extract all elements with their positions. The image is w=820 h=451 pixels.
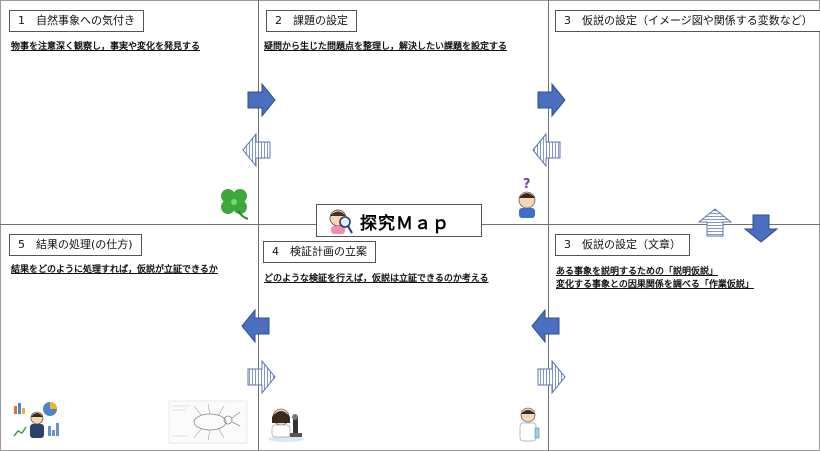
step1-desc: 物事を注意深く観察し，事実や変化を発見する xyxy=(11,42,201,52)
step3b-box: 3 仮説の設定（文章） xyxy=(555,234,690,256)
step5-desc: 結果をどのように処理すれば，仮説が立証できるか xyxy=(11,265,218,275)
step1-box: 1 自然事象への気付き xyxy=(9,10,144,32)
map-title: 探究Ｍａｐ xyxy=(360,214,450,234)
microscope-person-icon xyxy=(268,408,304,442)
arrow-left-3-to-2 xyxy=(532,132,561,168)
insect-sketch-icon xyxy=(168,400,248,444)
step2-box: 2 課題の設定 xyxy=(266,10,357,32)
arrow-up-3b-to-3 xyxy=(697,208,733,237)
step3b-desc-line2: 変化する事象との因果関係を調べる「作業仮説」 xyxy=(556,280,754,290)
arrow-right-5-to-4 xyxy=(247,359,276,395)
svg-text:?: ? xyxy=(523,177,531,192)
divider-vertical-left xyxy=(258,0,259,451)
step4-box: 4 検証計画の立案 xyxy=(263,241,376,263)
charts-person-icon xyxy=(13,402,59,438)
arrow-left-2-to-1 xyxy=(242,132,271,168)
arrow-right-4-to-3b xyxy=(537,359,566,395)
step2-desc: 疑問から生じた問題点を整理し，解決したい課題を設定する xyxy=(264,42,508,52)
step3-box: 3 仮説の設定（イメージ図や関係する変数など） xyxy=(555,10,820,32)
step3b-desc-line1: ある事象を説明するための「説明仮説」 xyxy=(556,267,719,277)
step5-box: 5 結果の処理(の仕方) xyxy=(9,234,142,256)
question-person-icon: ? xyxy=(518,177,536,218)
clover-icon xyxy=(221,189,249,220)
divider-vertical-right xyxy=(548,0,549,451)
arrow-right-1-to-2 xyxy=(247,82,276,118)
magnifier-person-icon xyxy=(329,209,353,234)
arrow-right-2-to-3 xyxy=(537,82,566,118)
arrow-left-3b-to-4 xyxy=(531,308,560,344)
map-title-box: 探究Ｍａｐ xyxy=(316,204,482,237)
step4-desc: どのような検証を行えば，仮説は立証できるのか考える xyxy=(264,274,489,284)
arrow-down-3-to-3b xyxy=(743,214,779,243)
scientist-icon xyxy=(519,407,540,442)
arrow-left-4-to-5 xyxy=(241,308,270,344)
